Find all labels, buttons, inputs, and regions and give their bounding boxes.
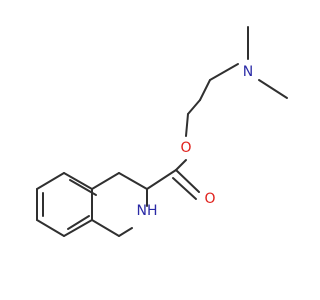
bond: [172, 177, 197, 200]
bond: [118, 172, 148, 190]
bond: [209, 63, 239, 81]
nitrogen-amine-label: N: [243, 64, 253, 80]
bond: [36, 219, 65, 237]
bond: [175, 169, 200, 193]
molecule-canvas: N O O NH: [36, 26, 288, 237]
bond: [91, 172, 120, 190]
bond: [118, 227, 133, 237]
bond: [91, 219, 120, 237]
ester-oxygen-label: O: [180, 140, 191, 156]
bond: [175, 159, 187, 171]
ring-nh-label: NH: [137, 203, 158, 219]
bond: [36, 172, 65, 190]
carbonyl-oxygen-label: O: [204, 191, 215, 207]
bond: [187, 99, 201, 115]
bond: [146, 169, 177, 190]
bond: [185, 113, 189, 137]
bond: [67, 215, 90, 230]
bond: [258, 79, 288, 99]
bond: [63, 172, 93, 190]
structure-diagram: N O O NH: [36, 26, 288, 237]
bond: [69, 179, 97, 196]
bond: [63, 219, 93, 237]
bond: [199, 79, 211, 101]
